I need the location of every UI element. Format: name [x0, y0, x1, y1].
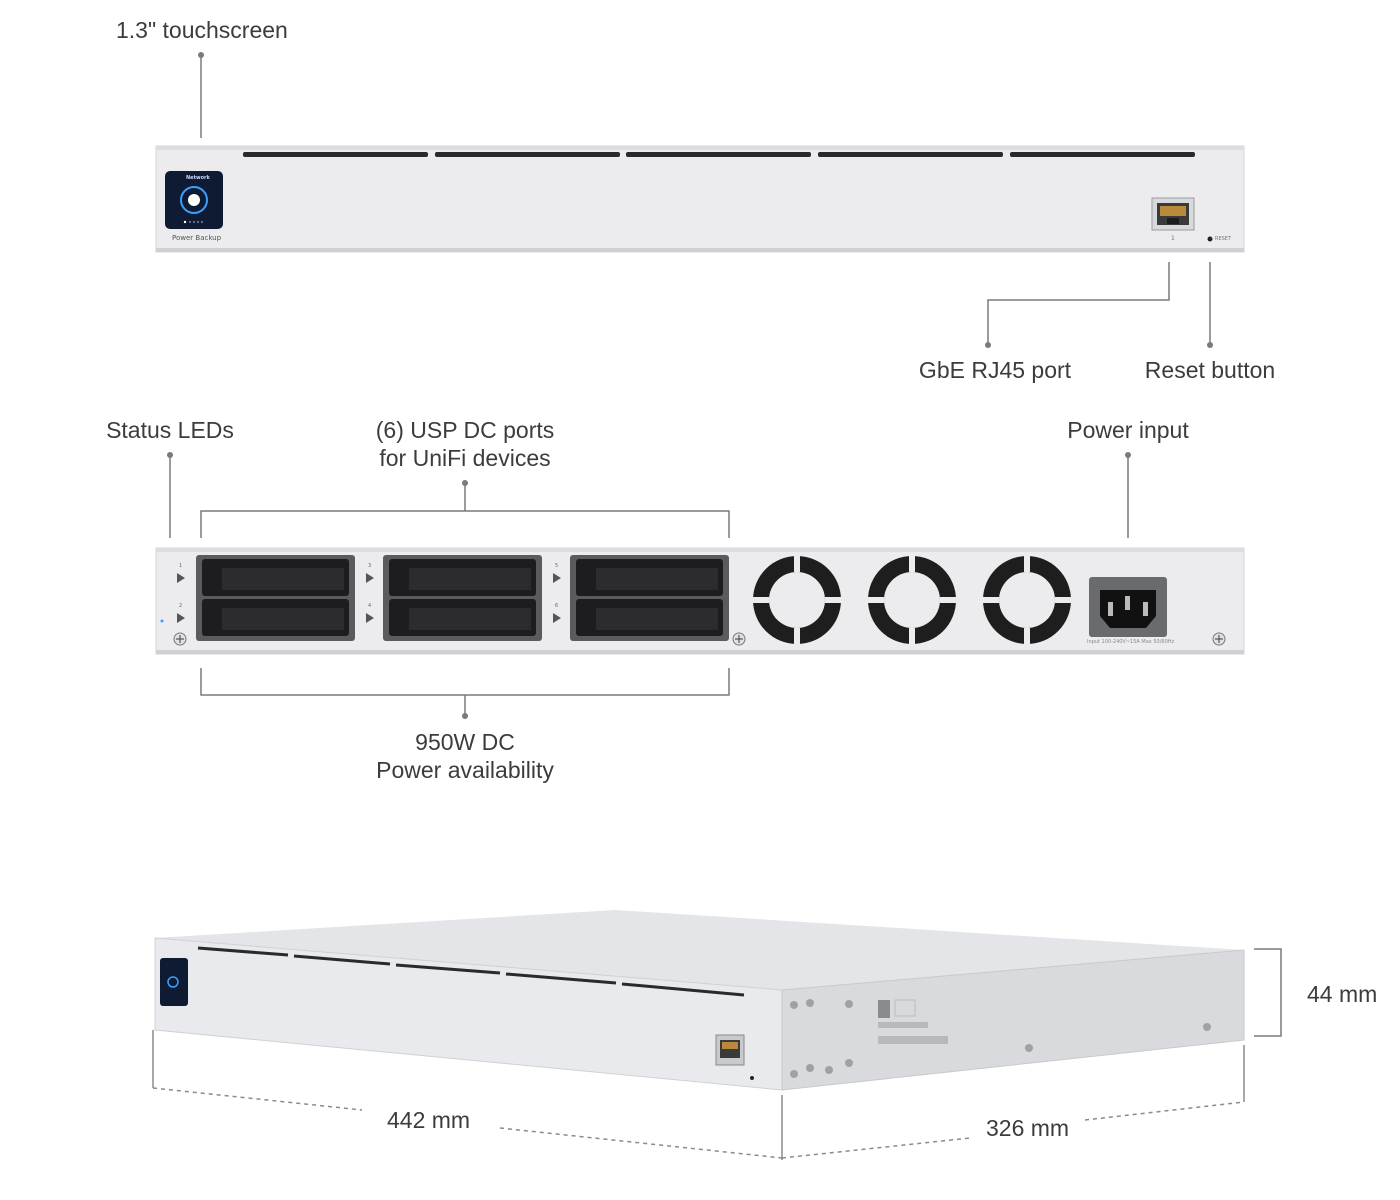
rear-port-number-5: 5	[555, 563, 559, 569]
usp-port-module-3[interactable]	[570, 555, 729, 641]
power-inlet[interactable]	[1089, 577, 1167, 637]
width-dimension-label: 442 mm	[387, 1107, 471, 1133]
screen-text: Network	[186, 175, 210, 181]
front-port-number: 1	[1171, 235, 1175, 242]
touchscreen-leader-dot	[198, 52, 204, 58]
front-vents	[243, 152, 1195, 157]
depth-dimension-label: 326 mm	[986, 1115, 1070, 1141]
screen-caption: Power Backup	[172, 234, 222, 242]
rear-port-number-6: 6	[555, 603, 559, 609]
fan-3	[983, 556, 1071, 644]
status-leds	[160, 573, 561, 623]
rear-port-number-2: 2	[179, 603, 183, 609]
usp-port-module-1[interactable]	[196, 555, 355, 641]
perspective-touchscreen	[160, 958, 188, 1006]
reset-label: Reset button	[1144, 357, 1276, 383]
fan-1	[753, 556, 841, 644]
status-leds-label: Status LEDs	[106, 417, 234, 443]
perspective-rj45	[715, 1034, 754, 1080]
usp-ports-label-line1: (6) USP DC ports	[375, 417, 555, 443]
power-rating-text: Input 100-240V~15A Max 50/60Hz	[1087, 639, 1175, 645]
dc-power-label-line2: Power availability	[376, 757, 554, 783]
reset-hole[interactable]	[1207, 236, 1213, 242]
perspective-vents	[197, 946, 745, 997]
power-input-label: Power input	[1067, 417, 1189, 443]
dimension-lines	[152, 1030, 1245, 1160]
perspective-top	[155, 910, 1244, 990]
rj45-port[interactable]	[1151, 197, 1195, 231]
touchscreen-display[interactable]	[165, 171, 223, 229]
rear-port-number-3: 3	[368, 563, 372, 569]
usp-ports-label-line2: for UniFi devices	[379, 445, 551, 471]
height-bracket	[1254, 948, 1282, 1037]
fan-2	[868, 556, 956, 644]
perspective-side	[781, 949, 1245, 1091]
rj45-leader	[987, 262, 1170, 345]
usp-port-module-2[interactable]	[383, 555, 542, 641]
front-view	[155, 52, 1245, 348]
rear-view	[155, 452, 1245, 719]
rj45-label: GbE RJ45 port	[918, 357, 1072, 383]
reset-text: RESET	[1215, 236, 1232, 242]
usp-ports-label: (6) USP DC ports for UniFi devices	[376, 416, 555, 472]
height-dimension-label: 44 mm	[1307, 981, 1378, 1007]
perspective-side-details	[790, 999, 1211, 1078]
dc-power-label-line1: 950W DC	[415, 729, 515, 755]
dc-power-label: 950W DC Power availability	[376, 728, 554, 784]
rear-port-number-4: 4	[368, 603, 372, 609]
rear-port-number-1: 1	[179, 563, 183, 569]
touchscreen-label: 1.3" touchscreen	[116, 17, 288, 43]
front-chassis	[155, 145, 1245, 253]
touchscreen-ring-icon	[180, 186, 208, 214]
